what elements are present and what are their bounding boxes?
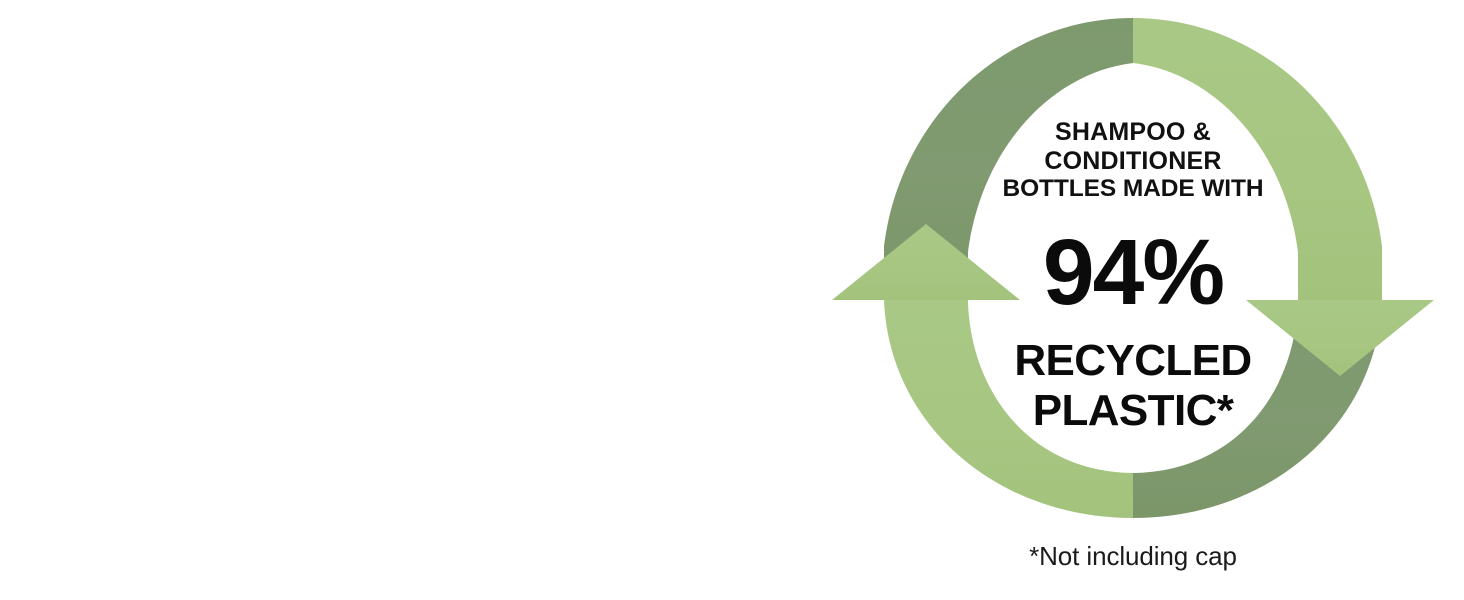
- footnote-text: *Not including cap: [1029, 541, 1237, 571]
- light-arc-upper-right: [1133, 18, 1382, 300]
- recycling-loop-graphic: [818, 0, 1448, 560]
- arrow-head-left-up: [832, 224, 1020, 300]
- dark-arc-upper-left: [884, 18, 1133, 300]
- arrow-head-right-down: [1246, 300, 1434, 376]
- light-arc-lower-left: [884, 300, 1133, 518]
